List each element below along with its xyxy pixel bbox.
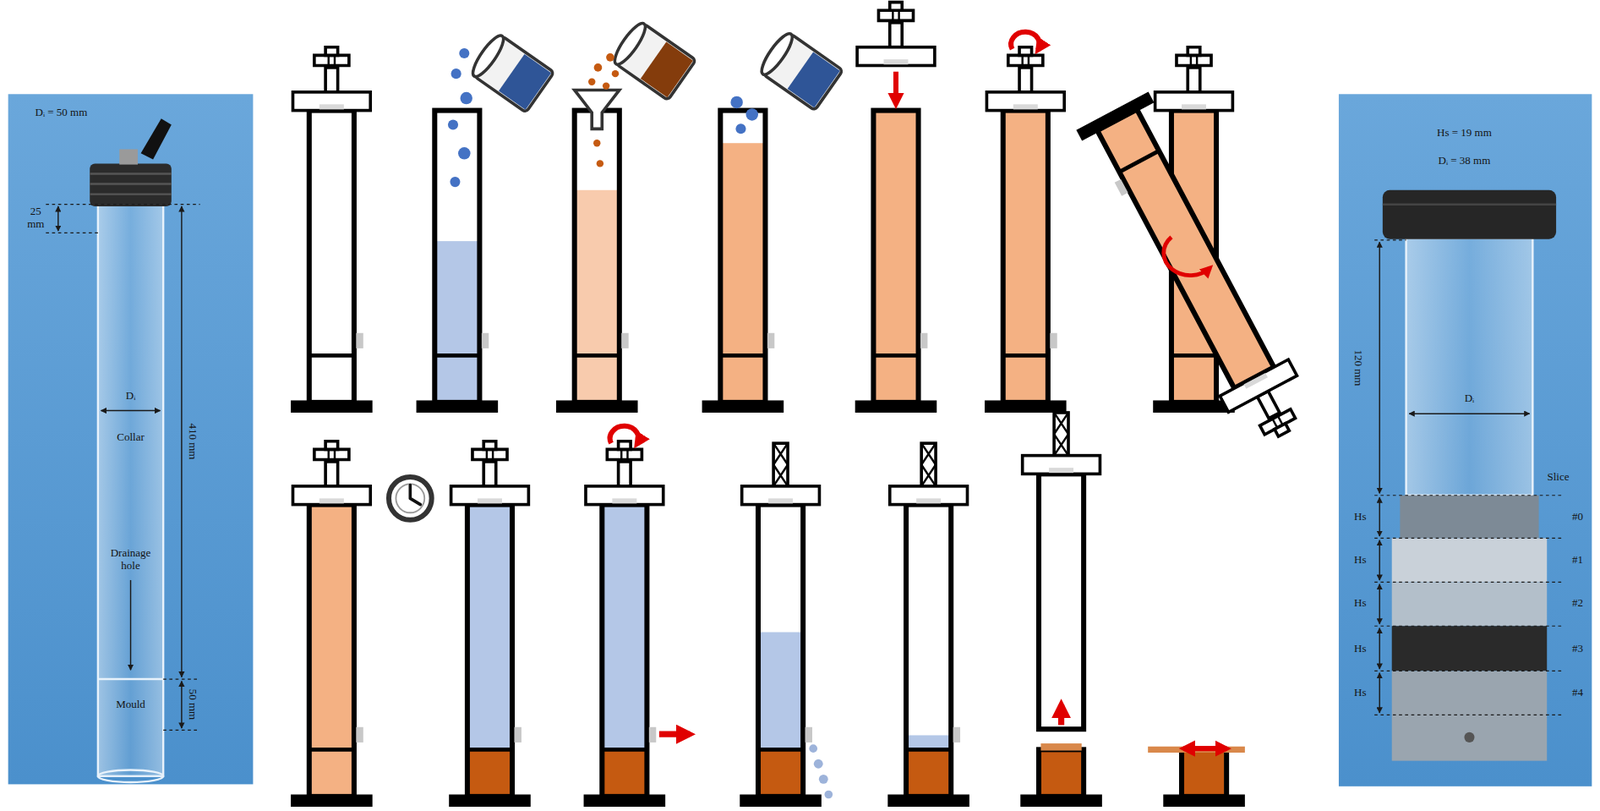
right-photo: [1338, 93, 1592, 787]
dimension-label: Dᵢ: [125, 389, 137, 403]
step-soil: [556, 19, 696, 413]
dimension-label: Hs: [1354, 641, 1366, 655]
dimension-label: Dᵢ = 38 mm: [1438, 153, 1491, 167]
slice-number: #2: [1572, 596, 1584, 610]
slice-number: #3: [1572, 641, 1584, 655]
dimension-label: Hs: [1354, 509, 1366, 523]
part-label: Collar: [116, 430, 145, 443]
slice-number: #1: [1572, 552, 1584, 566]
step-water: [416, 32, 555, 413]
part-label: Mould: [115, 698, 146, 711]
slice-number: #0: [1572, 509, 1584, 523]
dimension-label: Hs = 19 mm: [1436, 125, 1492, 139]
step-draining: [739, 442, 833, 807]
left-photo: [8, 93, 254, 784]
step-rest: [290, 441, 432, 807]
part-label: Slice: [1547, 469, 1570, 483]
dimension-label: Hs: [1354, 685, 1366, 699]
step-lift: [1020, 412, 1103, 807]
dimension-label: Dᵢ = 50 mm: [35, 105, 88, 119]
step-trim: [1147, 746, 1246, 807]
slice-number: #4: [1572, 685, 1584, 699]
step-drained: [448, 441, 531, 807]
dimension-label: 25 mm: [24, 205, 47, 231]
step-empty: [290, 47, 373, 413]
step-invert: [1075, 47, 1320, 454]
step-drained-low: [887, 442, 970, 807]
step-top-water: [702, 29, 844, 413]
dimension-label: Hs: [1354, 552, 1366, 566]
dimension-label: 50 mm: [186, 688, 200, 720]
step-cap-on: [855, 2, 938, 413]
dimension-label: Hs: [1354, 596, 1366, 610]
dimension-label: 410 mm: [186, 422, 200, 459]
dimension-label: 120 mm: [1351, 349, 1365, 386]
step-open: [584, 425, 691, 807]
part-label: Drainage hole: [104, 546, 158, 573]
step-seal: [984, 32, 1067, 413]
dimension-label: Dᵢ: [1464, 391, 1475, 405]
